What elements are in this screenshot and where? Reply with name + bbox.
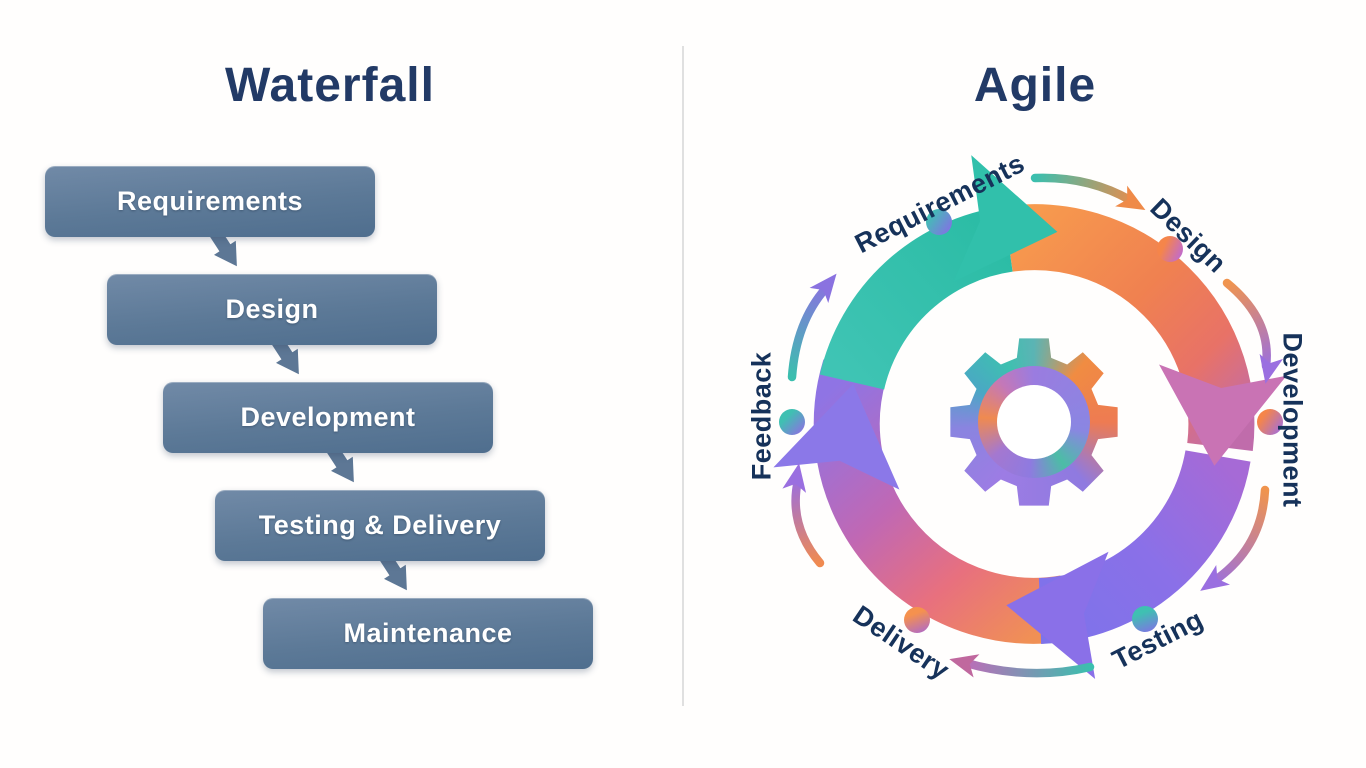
gear-hole (997, 385, 1071, 459)
phase-dot-testing (1132, 606, 1158, 632)
phase-dot-delivery (904, 607, 930, 633)
phase-dot-development (1257, 409, 1283, 435)
panel-divider (682, 46, 684, 706)
transition-arrow-design-dev-icon (1222, 278, 1284, 384)
phase-label-development: Development (1277, 332, 1308, 508)
agile-cycle-diagram (773, 155, 1287, 679)
phase-label-feedback: Feedback (746, 351, 777, 481)
step-label: Testing & Delivery (258, 510, 502, 540)
agile-panel: Agile (690, 0, 1366, 768)
cycle-arrowhead-left-icon (773, 383, 900, 490)
step-label: Maintenance (343, 618, 513, 648)
phase-dot-feedback (779, 409, 805, 435)
waterfall-step-design: Design (107, 274, 437, 345)
cycle-arrowhead-bottom-icon (1006, 551, 1109, 679)
waterfall-step-development: Development (163, 382, 493, 453)
transition-arrow-dev-testing-icon (1200, 485, 1270, 591)
transition-arrow-testing-delivery-icon (949, 654, 1095, 678)
cycle-arrowhead-top-icon (953, 155, 1058, 282)
cycle-arrowhead-right-icon (1159, 364, 1287, 466)
waterfall-title: Waterfall (225, 59, 435, 112)
agile-title: Agile (973, 59, 1097, 112)
phase-dot-design (1157, 236, 1183, 262)
waterfall-panel: Waterfall Requirements Design Developmen… (45, 59, 593, 669)
gear-icon (949, 337, 1119, 507)
step-label: Development (240, 402, 416, 432)
transition-arrow-req-design-icon (1030, 173, 1146, 210)
transition-arrow-delivery-feedback-icon (782, 463, 825, 568)
phase-dot-requirements (926, 209, 952, 235)
waterfall-step-maintenance: Maintenance (263, 598, 593, 669)
step-label: Design (225, 294, 319, 324)
transition-arrow-feedback-req-icon (787, 273, 837, 382)
waterfall-step-testing-delivery: Testing & Delivery (215, 490, 545, 561)
waterfall-step-requirements: Requirements (45, 166, 375, 237)
step-label: Requirements (116, 186, 304, 216)
